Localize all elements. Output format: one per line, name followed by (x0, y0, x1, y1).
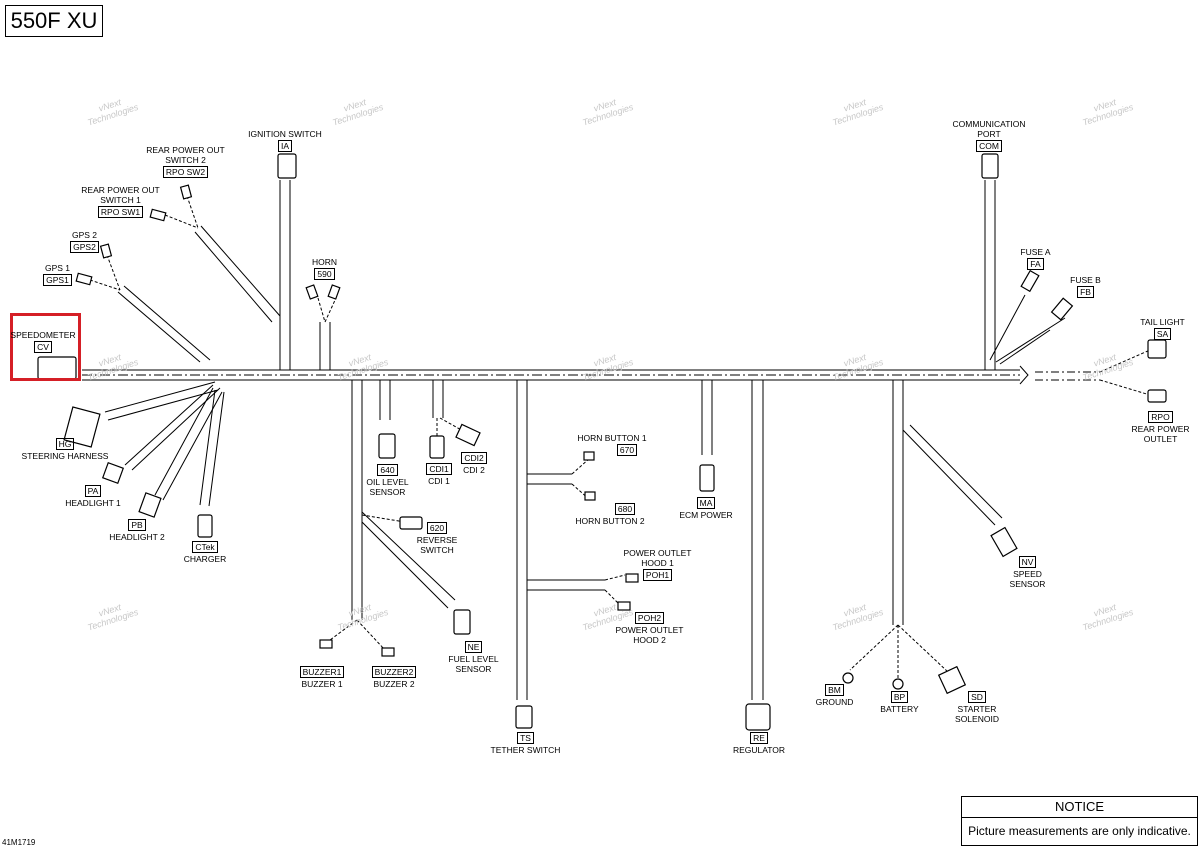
label-cdi1: CDI1 CDI 1 (426, 463, 452, 486)
speed-sensor-connector (990, 526, 1018, 558)
ecm-power-connector (699, 464, 715, 492)
label-gps2: GPS 2 GPS2 (70, 230, 99, 253)
label-fuel-level: NE FUEL LEVEL SENSOR (448, 641, 499, 674)
speedometer-highlight-box (10, 313, 81, 381)
label-fuse-a: FUSE A FA (1020, 247, 1051, 270)
label-rpo-sw2: REAR POWER OUT SWITCH 2 RPO SW2 (146, 145, 225, 178)
rpo-sw1-connector (149, 208, 167, 222)
regulator-connector (745, 703, 771, 731)
label-power-outlet-hood-2: POH2 POWER OUTLET HOOD 2 (615, 612, 684, 645)
fuse-b-connector (1050, 297, 1074, 321)
label-ecm-power: MA ECM POWER (679, 497, 733, 520)
gps-branch (117, 285, 211, 363)
label-rpo-sw1: REAR POWER OUT SWITCH 1 RPO SW1 (81, 185, 160, 218)
label-steering-harness: HG STEERING HARNESS (21, 438, 109, 461)
com-connector (981, 153, 999, 179)
tail-light-connector (1147, 339, 1167, 359)
tether-branch (516, 380, 528, 700)
starter-solenoid-connector (937, 665, 967, 695)
label-headlight-2: PB HEADLIGHT 2 (109, 519, 165, 542)
label-headlight-1: PA HEADLIGHT 1 (65, 485, 121, 508)
label-buzzer-2: BUZZER2 BUZZER 2 (371, 666, 417, 689)
label-gps1: GPS 1 GPS1 (43, 263, 72, 286)
label-buzzer-1: BUZZER1 BUZZER 1 (299, 666, 345, 689)
gps2-connector (99, 243, 113, 259)
label-horn: HORN 590 (311, 257, 338, 280)
label-ground: BM GROUND (815, 684, 854, 707)
steering-branch (104, 381, 219, 421)
ignition-switch-connector (277, 153, 297, 179)
cdi1-connector (429, 435, 445, 459)
horn-button-1-connector (583, 451, 595, 461)
notice-text: Picture measurements are only indicative… (968, 824, 1191, 838)
power-outlet-hood-1-connector (625, 573, 639, 583)
buzzer-1-connector (319, 639, 333, 649)
lower-left-branch (351, 380, 363, 620)
label-fuse-b: FUSE B FB (1070, 275, 1101, 298)
horn-connector-b (327, 284, 341, 300)
label-ignition-switch: IGNITION SWITCH IA (248, 129, 322, 152)
notice-box: NOTICE Picture measurements are only ind… (961, 796, 1198, 846)
cdi-branch (432, 380, 444, 418)
label-tail-light: TAIL LIGHT SA (1140, 317, 1185, 340)
rpo-switch-branch (194, 225, 281, 323)
horn-button-2-connector (584, 491, 596, 501)
speed-sensor-branch (902, 424, 1003, 526)
notice-title: NOTICE (962, 797, 1197, 818)
main-harness-trunk (82, 369, 1020, 381)
label-cdi2: CDI2 CDI 2 (461, 452, 487, 475)
steering-harness-connector (63, 406, 101, 448)
label-reverse-switch: 620 REVERSE SWITCH (416, 522, 458, 555)
headlight-1-connector (101, 461, 125, 485)
battery-terminal (892, 678, 904, 690)
ecm-branch (701, 380, 713, 455)
rear-power-outlet-connector (1147, 389, 1167, 403)
label-com: COMMUNICATION PORT COM (952, 119, 1026, 152)
fuse-branch (989, 294, 1066, 365)
fuel-level-branch (361, 511, 456, 609)
label-power-outlet-hood-1: POWER OUTLET HOOD 1 POH1 (623, 548, 692, 581)
horn-connector-a (305, 284, 319, 300)
label-battery: BP BATTERY (880, 691, 919, 714)
label-speedometer: SPEEDOMETER CV (10, 330, 76, 353)
label-horn-button-2: 680 HORN BUTTON 2 (575, 503, 645, 526)
power-branch (892, 380, 904, 625)
buzzer-2-connector (381, 647, 395, 657)
headlight-2-connector (138, 492, 162, 518)
label-tether-switch: TS TETHER SWITCH (490, 732, 561, 755)
rear-harness-trunk (1035, 371, 1100, 381)
label-oil-level: 640 OIL LEVEL SENSOR (366, 464, 409, 497)
horn-branch (319, 322, 331, 370)
fuel-level-connector (453, 609, 471, 635)
regulator-branch (751, 380, 764, 700)
label-rear-power-outlet: RPO REAR POWER OUTLET (1131, 411, 1190, 444)
reverse-switch-connector (399, 516, 423, 530)
oil-level-branch (379, 380, 391, 420)
oil-level-connector (378, 433, 396, 459)
tether-switch-connector (515, 705, 533, 729)
charger-connector (197, 514, 213, 538)
ignition-branch (279, 180, 291, 370)
figure-reference: 41M1719 (2, 838, 36, 847)
label-starter-solenoid: SD STARTER SOLENOID (955, 691, 999, 724)
model-title: 550F XU (5, 5, 103, 37)
label-charger: CTek CHARGER (183, 541, 227, 564)
com-branch (984, 180, 996, 370)
label-speed-sensor: NV SPEED SENSOR (1009, 556, 1046, 589)
cdi2-connector (455, 423, 481, 447)
label-regulator: RE REGULATOR (732, 732, 786, 755)
charger-branch (199, 389, 225, 507)
gps1-connector (75, 272, 93, 286)
rpo-sw2-connector (179, 184, 193, 200)
power-outlet-hood-2-connector (617, 601, 631, 611)
fuse-a-connector (1020, 269, 1040, 293)
label-horn-button-1: HORN BUTTON 1 670 (577, 433, 647, 456)
ground-terminal (842, 672, 854, 684)
